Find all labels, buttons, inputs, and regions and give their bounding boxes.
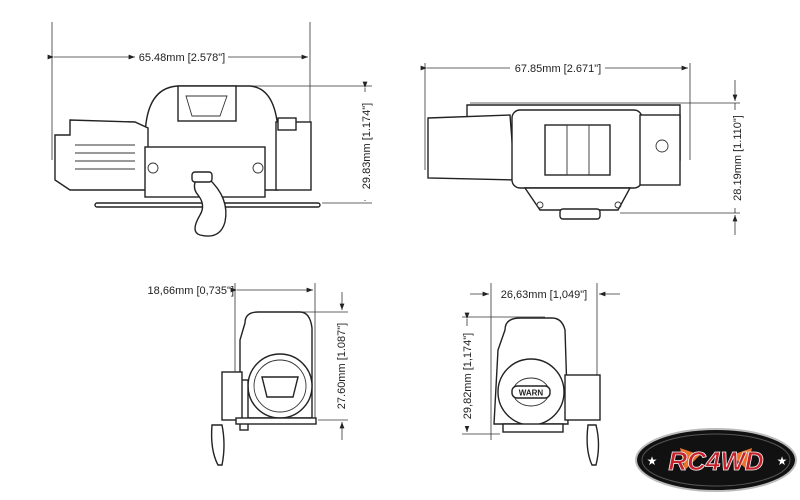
side-width-label: 65.48mm [2.578"] [139,52,225,64]
side-height-label: 29.83mm [1.174"] [361,103,373,189]
side-view: 65.48mm [2.578"] 29.83mm [1.174"] [47,22,373,237]
end-view-right: 26,63mm [1,049"] 29,82mm [1,174"] WARN [459,283,620,466]
top-width-label: 67.85mm [2.671"] [515,63,601,75]
end-left-width-label: 18,66mm [0,735"] [148,285,234,297]
end-right-width-label: 26,63mm [1,049"] [501,289,587,301]
svg-text:★: ★ [777,454,788,468]
warn-badge: WARN [519,389,544,398]
svg-text:★: ★ [647,454,658,468]
end-view-left: 18,66mm [0,735"] 27.60mm [1.087"] [148,283,348,466]
top-view: 67.85mm [2.671"] 28.19mm [1.110"] [420,63,744,235]
end-left-height-label: 27.60mm [1.087"] [336,323,348,409]
svg-text:RC4WD: RC4WD [668,446,764,476]
rc4wd-logo: RC4WD ★ ★ [635,428,797,492]
end-right-height-label: 29,82mm [1,174"] [462,333,474,419]
top-height-label: 28.19mm [1.110"] [732,115,744,201]
